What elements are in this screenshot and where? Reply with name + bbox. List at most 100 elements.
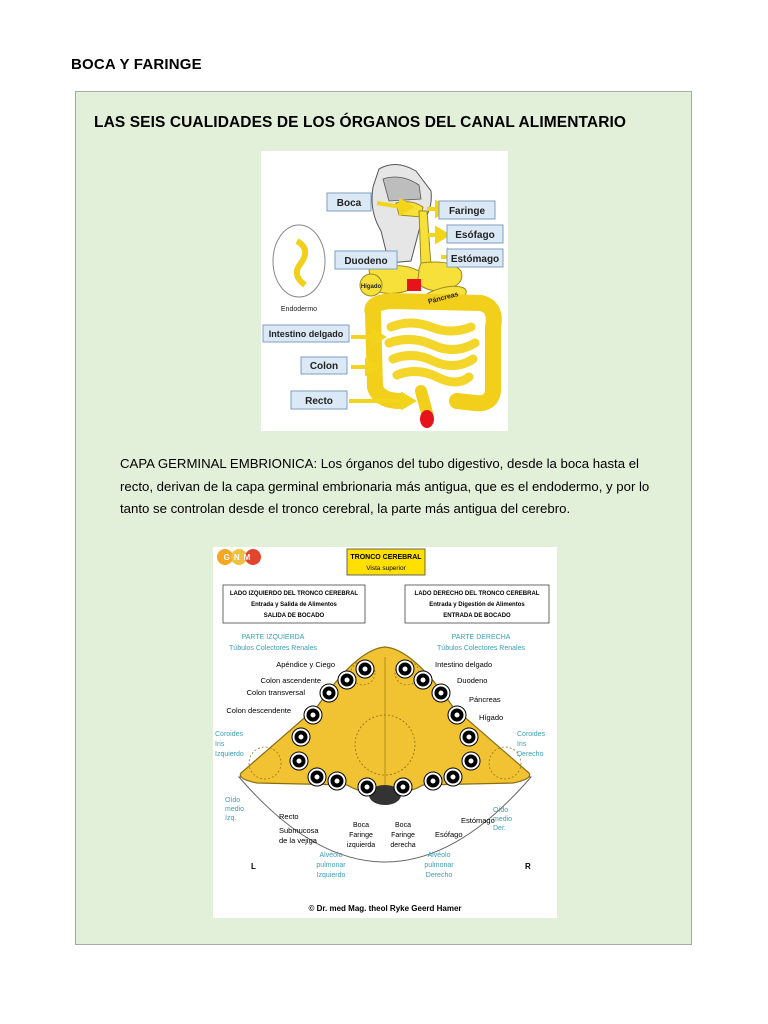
boca-der-2: Faringe xyxy=(391,832,415,839)
label-intestino: Intestino delgado xyxy=(269,329,344,339)
anus-red xyxy=(420,410,434,428)
gnm-logo-text: GNM xyxy=(224,553,255,562)
relay-ring xyxy=(297,733,305,741)
title-box xyxy=(346,548,426,576)
relay-ring xyxy=(295,757,303,765)
label-recto: Recto xyxy=(279,812,299,821)
right-box-line3: ENTRADA DE BOCADO xyxy=(443,613,511,619)
relay-ring xyxy=(343,676,351,684)
boca-izq-1: Boca xyxy=(353,822,369,829)
right-info-box xyxy=(404,584,550,624)
submucosa-2: de la vejiga xyxy=(279,836,318,845)
label-R: R xyxy=(525,862,531,871)
alveolo-der-3: Derecho xyxy=(426,872,453,879)
relay-ring xyxy=(419,676,427,684)
label-duodeno: Duodeno xyxy=(344,256,387,267)
boca-der-1: Boca xyxy=(395,822,411,829)
oido-izq-1: Oído xyxy=(225,797,240,804)
rectum xyxy=(415,385,433,419)
relay-ring xyxy=(313,773,321,781)
pons-disc xyxy=(237,776,533,863)
central-canal xyxy=(369,785,401,805)
label-estomago: Estómago xyxy=(461,816,495,825)
coroides-izq-2: Iris xyxy=(215,741,225,748)
submucosa-1: Submucosa xyxy=(279,826,319,835)
relay-ring xyxy=(465,733,473,741)
oido-der-1: Oído xyxy=(493,807,508,814)
section-title: LAS SEIS CUALIDADES DE LOS ÓRGANOS DEL C… xyxy=(94,114,627,131)
esophagus xyxy=(418,210,432,267)
relay-ring xyxy=(453,711,461,719)
relay-ring xyxy=(399,783,407,791)
digestive-tract-figure: Boca Faringe Esófago Estómago Duodeno Hí… xyxy=(261,151,508,431)
oido-izq-2: medio xyxy=(225,806,244,813)
parte-der-1: PARTE DERECHA xyxy=(452,634,511,641)
label-colon-asc: Colon ascendente xyxy=(261,676,321,685)
label-higado: Hígado xyxy=(479,713,503,722)
nasal-cavity xyxy=(382,176,422,202)
oido-izq-3: Izq. xyxy=(225,815,236,822)
relay-ring xyxy=(437,689,445,697)
label-intestino: Intestino delgado xyxy=(435,660,492,669)
organ-relays xyxy=(289,659,481,797)
label-L: L xyxy=(251,862,256,871)
left-box-line2: Entrada y Salida de Alimentos xyxy=(251,602,337,608)
label-boxes xyxy=(262,192,504,410)
label-colon: Colon xyxy=(310,361,338,372)
coroides-izq-3: Izquierdo xyxy=(215,751,244,758)
embryo-gut xyxy=(293,238,309,288)
alveolo-der-1: Alvéolo xyxy=(428,852,451,859)
colon xyxy=(364,292,502,412)
left-info-box xyxy=(222,584,366,624)
label-apendice: Apéndice y Ciego xyxy=(276,660,335,669)
label-higado: Hígado xyxy=(361,284,382,290)
relay-ring xyxy=(467,757,475,765)
body-paragraph: CAPA GERMINAL EMBRIONICA: Los órganos de… xyxy=(120,456,650,516)
relay-ring xyxy=(361,665,369,673)
left-box-line1: LADO IZQUIERDO DEL TRONCO CEREBRAL xyxy=(230,591,359,597)
page-title: BOCA Y FARINGE xyxy=(71,56,202,73)
gnm-logo-icon xyxy=(217,549,233,565)
boca-izq-2: Faringe xyxy=(349,832,373,839)
title-line2: Vista superior xyxy=(366,565,406,572)
coroides-der-3: Derecho xyxy=(517,751,544,758)
relay-ring xyxy=(333,777,341,785)
label-esofago: Esófago xyxy=(435,830,463,839)
oido-der-3: Der. xyxy=(493,825,506,832)
label-colon-desc: Colon descendente xyxy=(226,706,291,715)
label-recto: Recto xyxy=(305,396,333,407)
boca-der-3: derecha xyxy=(390,842,415,849)
relay-ring xyxy=(309,711,317,719)
right-box-line2: Entrada y Digestión de Alimentos xyxy=(429,602,525,608)
alveolo-der-2: pulmonar xyxy=(424,862,454,869)
coroides-der-1: Coroides xyxy=(517,731,546,738)
title-line1: TRONCO CEREBRAL xyxy=(350,554,422,561)
relay-ring xyxy=(429,777,437,785)
content-box: LAS SEIS CUALIDADES DE LOS ÓRGANOS DEL C… xyxy=(75,91,692,945)
brainstem-figure: GNM TRONCO CEREBRAL Vista superior LADO … xyxy=(213,547,557,918)
oido-der-2: medio xyxy=(493,816,512,823)
alveolo-izq-3: Izquierdo xyxy=(317,872,346,879)
higado-circle xyxy=(359,273,383,297)
alveolo-izq-1: Alvéolo xyxy=(320,852,343,859)
parte-der-2: Túbulos Colectores Renales xyxy=(437,645,525,652)
left-box-line3: SALIDA DE BOCADO xyxy=(264,613,325,619)
relay-ring xyxy=(363,783,371,791)
alveolo-izq-2: pulmonar xyxy=(316,862,346,869)
relay-ring xyxy=(401,665,409,673)
label-estomago: Estómago xyxy=(451,254,499,265)
label-faringe: Faringe xyxy=(449,206,486,217)
label-esofago: Esófago xyxy=(455,230,494,241)
relay-ring xyxy=(325,689,333,697)
label-endodermo: Endodermo xyxy=(281,306,317,313)
credit: © Dr. med Mag. theol Ryke Geerd Hamer xyxy=(308,904,461,913)
label-colon-trans: Colon transversal xyxy=(247,688,306,697)
right-box-line1: LADO DERECHO DEL TRONCO CEREBRAL xyxy=(415,591,540,597)
parte-izq-1: PARTE IZQUIERDA xyxy=(242,634,305,641)
parte-izq-2: Túbulos Colectores Renales xyxy=(229,645,317,652)
boca-izq-3: izquierda xyxy=(347,842,376,849)
label-boca: Boca xyxy=(337,198,362,209)
label-pancreas: Páncreas xyxy=(469,695,501,704)
small-intestine xyxy=(384,318,480,387)
coroides-der-2: Iris xyxy=(517,741,527,748)
